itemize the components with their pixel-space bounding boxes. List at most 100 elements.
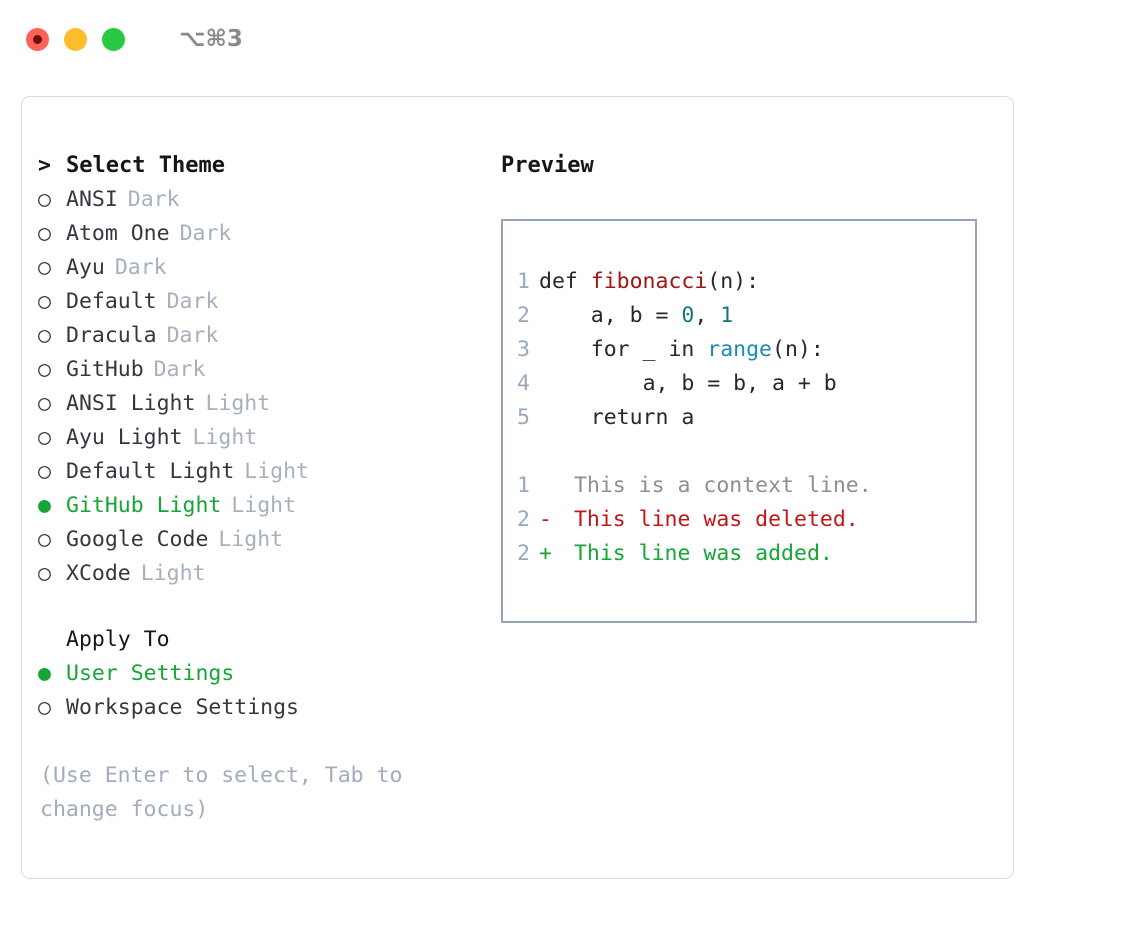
theme-name: Google Code (66, 527, 209, 552)
code-token-fn: fibonacci (590, 269, 708, 294)
line-number: 4 (517, 371, 530, 396)
theme-name: Default Light (66, 459, 235, 484)
apply-to-option-label: Workspace Settings (66, 695, 299, 720)
apply-to-option-label: User Settings (66, 661, 235, 686)
theme-option-ayu-light[interactable]: ○ Ayu Light Light (38, 421, 478, 455)
maximize-button[interactable] (102, 27, 125, 51)
focus-marker: > (38, 153, 51, 178)
diff-line-context: 1 This is a context line. (503, 469, 975, 503)
line-number: 2 (517, 541, 530, 566)
code-token-num: 0 (681, 303, 695, 328)
line-number: 2 (517, 303, 530, 328)
radio-unselected-icon: ○ (38, 357, 51, 382)
code-token-plain: a, b = b, a + b (642, 371, 837, 396)
theme-name: Atom One (66, 221, 170, 246)
code-token-plain: a, b = (590, 303, 682, 328)
theme-option-atom-one[interactable]: ○ Atom One Dark (38, 217, 478, 251)
diff-sign: - (539, 507, 552, 532)
apply-to-marker: ○ (38, 623, 66, 657)
theme-variant-badge: Dark (114, 255, 167, 280)
code-token-plain: for _ in (590, 337, 708, 362)
line-number: 1 (517, 473, 530, 498)
theme-name: Ayu Light (66, 425, 183, 450)
diff-line-text: This is a context line. (561, 473, 872, 498)
theme-variant-badge: Dark (153, 357, 206, 382)
theme-name: ANSI (66, 187, 118, 212)
diff-line-text: This line was added. (561, 541, 833, 566)
line-number: 3 (517, 337, 530, 362)
radio-selected-icon: ● (38, 661, 51, 686)
theme-option-ansi[interactable]: ○ ANSI Dark (38, 183, 478, 217)
radio-unselected-icon: ○ (38, 561, 51, 586)
window-controls (26, 27, 125, 51)
diff-sample: 1 This is a context line.2- This line wa… (503, 469, 975, 571)
select-theme-header: > Select Theme (38, 149, 478, 183)
code-line-content: return a (539, 401, 695, 435)
apply-to-header: ○Apply To (38, 623, 478, 657)
theme-variant-badge: Light (192, 425, 258, 450)
theme-variant-badge: Light (140, 561, 206, 586)
code-token-call: range (707, 337, 773, 362)
radio-unselected-icon: ○ (38, 221, 51, 246)
theme-name: Ayu (66, 255, 105, 280)
radio-unselected-icon: ○ (38, 391, 51, 416)
theme-option-ayu[interactable]: ○ Ayu Dark (38, 251, 478, 285)
theme-variant-badge: Dark (127, 187, 180, 212)
spacer (503, 435, 975, 469)
code-line-content: a, b = 0, 1 (539, 299, 733, 333)
code-token-plain: (n): (772, 337, 824, 362)
apply-to-option-user-settings[interactable]: ● User Settings (38, 657, 478, 691)
keyboard-hint: (Use Enter to select, Tab to change focu… (40, 763, 403, 822)
spacer (38, 591, 478, 623)
preview-label: Preview (501, 153, 594, 178)
code-token-plain: (n): (707, 269, 760, 294)
minimize-button[interactable] (64, 27, 87, 51)
theme-name: Dracula (66, 323, 157, 348)
code-line-content: def fibonacci(n): (539, 265, 759, 299)
theme-name: GitHub Light (66, 493, 222, 518)
code-line: 3 for _ in range(n): (503, 333, 975, 367)
radio-unselected-icon: ○ (38, 527, 51, 552)
close-button[interactable] (26, 27, 49, 51)
theme-option-google-code[interactable]: ○ Google Code Light (38, 523, 478, 557)
radio-unselected-icon: ○ (38, 695, 51, 720)
theme-variant-badge: Dark (179, 221, 232, 246)
line-number: 2 (517, 507, 530, 532)
line-number: 1 (517, 269, 530, 294)
theme-variant-badge: Light (218, 527, 284, 552)
diff-line-deleted: 2- This line was deleted. (503, 503, 975, 537)
code-token-plain: , (694, 303, 721, 328)
radio-selected-icon: ● (38, 493, 51, 518)
code-line: 4 a, b = b, a + b (503, 367, 975, 401)
title-bar: ⌥⌘3 (0, 0, 1140, 78)
apply-to-option-workspace-settings[interactable]: ○ Workspace Settings (38, 691, 478, 725)
select-theme-label: Select Theme (66, 153, 225, 178)
diff-line-text: This line was deleted. (561, 507, 859, 532)
radio-unselected-icon: ○ (38, 289, 51, 314)
apply-to-label: Apply To (66, 627, 170, 652)
apply-to-list: ● User Settings ○ Workspace Settings (38, 657, 478, 725)
line-number: 5 (517, 405, 530, 430)
code-token-plain: def (539, 269, 591, 294)
code-line: 5 return a (503, 401, 975, 435)
radio-unselected-icon: ○ (38, 255, 51, 280)
theme-option-github-light[interactable]: ● GitHub Light Light (38, 489, 478, 523)
radio-unselected-icon: ○ (38, 187, 51, 212)
theme-variant-badge: Light (231, 493, 297, 518)
theme-variant-badge: Dark (166, 323, 219, 348)
diff-sign: + (539, 541, 552, 566)
radio-unselected-icon: ○ (38, 425, 51, 450)
diff-sign (539, 469, 561, 503)
